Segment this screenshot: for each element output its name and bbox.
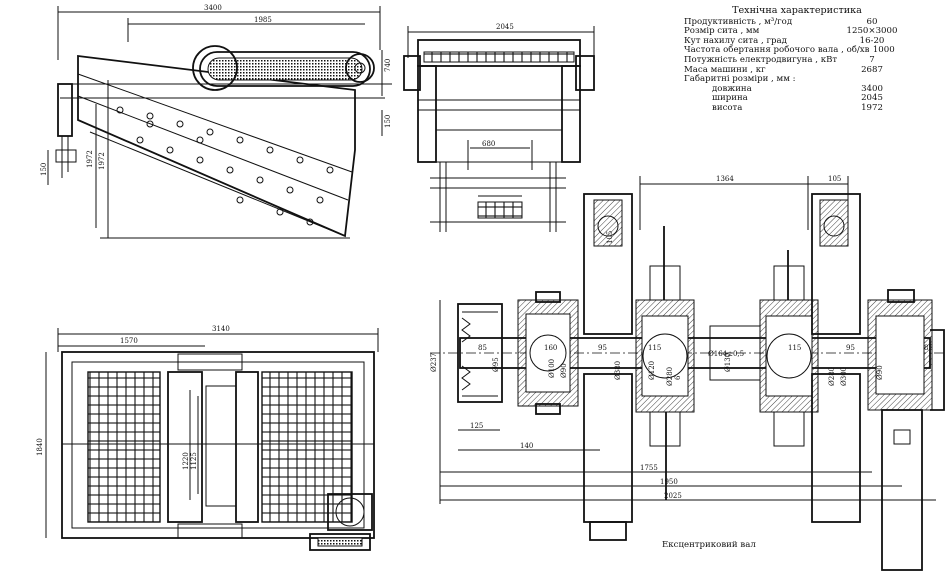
spec-value: 16-20 (859, 35, 885, 46)
dim-shaft-center: Ø164±0,5 (708, 350, 744, 358)
dim-shaft-b-1: 125 (470, 422, 483, 430)
dim-front-inner: 680 (482, 140, 495, 148)
dim-shaft-seg-4: 115 (648, 344, 661, 352)
spec-label: Частота обертання робочого вала , об/хв (684, 45, 870, 56)
dim-plan-mid-2: 1125 (190, 452, 198, 470)
spec-row: Габаритні розміри , мм : (684, 75, 898, 85)
dim-side-height-2: 1972 (86, 150, 94, 168)
shaft-segment-dims: 85 160 95 115 Ø164±0,5 115 95 85 Ø95 Ø10… (478, 231, 933, 386)
dim-plan-length: 3140 (212, 325, 230, 333)
spec-value: 1000 (872, 45, 895, 56)
dim-plan-partial: 1570 (120, 337, 138, 345)
dim-shaft-d-8: Ø280 (828, 367, 836, 386)
spec-value: 3400 (861, 83, 883, 94)
spec-label: Розмір сита , мм (684, 26, 760, 37)
plan-view: 3140 1570 1840 1220 1125 (36, 325, 379, 551)
dim-shaft-d-9: Ø300 (840, 367, 848, 386)
dim-shaft-b-5: 2025 (664, 492, 682, 500)
spec-label: Маса машини , кг (684, 64, 766, 75)
dim-shaft-seg-6: 95 (846, 344, 855, 352)
spec-row: Кут нахилу сита , град 16-20 (684, 35, 898, 47)
spec-row: ширина 2045 (684, 94, 898, 104)
dim-shaft-seg-end: 85 (924, 344, 933, 352)
dim-side-right-2: 150 (384, 115, 392, 128)
dim-shaft-d-6: Ø280 (666, 367, 674, 386)
dim-plan-width: 1840 (36, 438, 44, 456)
spec-label: висота (712, 102, 743, 113)
dim-shaft-seg-1: 85 (478, 344, 487, 352)
dim-shaft-seg-5: 115 (788, 344, 801, 352)
dim-side-offset: 1985 (254, 16, 272, 24)
dim-shaft-d-5: Ø120 (648, 361, 656, 380)
spec-value: 7 (869, 54, 875, 65)
dim-shaft-e: 6 (674, 375, 682, 380)
spec-row: Розмір сита , мм 1250×3000 (684, 27, 898, 37)
spec-label: Потужність електродвигуна , кВт (684, 54, 838, 65)
dim-shaft-pulley-dia: Ø237 (430, 353, 438, 372)
dim-shaft-b-4: 1950 (660, 478, 678, 486)
drawing-caption: Ексцентриковий вал (662, 540, 756, 550)
dim-shaft-d-7: Ø130 (724, 353, 732, 372)
spec-row: Продуктивність , м³/год 60 (684, 16, 898, 28)
spec-value: 2045 (861, 93, 883, 104)
dim-side-right-1: 740 (384, 59, 392, 72)
spec-label: Кут нахилу сита , град (684, 35, 787, 46)
spec-value: 1250×3000 (846, 26, 898, 37)
spec-value: 1972 (861, 102, 883, 113)
spec-row: висота 1972 (684, 102, 898, 114)
dim-shaft-d-2: Ø100 (548, 359, 556, 378)
spec-label: Продуктивність , м³/год (684, 16, 793, 27)
dim-shaft-top-span: 1364 (716, 175, 734, 183)
eccentric-shaft-view: 1364 105 Ø237 (430, 175, 945, 571)
dim-shaft-d-3: Ø90 (560, 363, 568, 378)
spec-row: довжина 3400 (684, 83, 898, 95)
spec-title: Технічна характеристика (732, 5, 862, 16)
spec-label: ширина (712, 93, 748, 104)
dim-shaft-d-1: Ø95 (492, 357, 500, 372)
spec-value: 60 (866, 16, 878, 27)
front-view: 2045 680 (403, 23, 595, 232)
side-view: 3400 1985 150 (40, 4, 392, 239)
dim-side-left: 150 (40, 163, 48, 176)
spec-row: Потужність електродвигуна , кВт 7 (684, 54, 898, 66)
dim-front-width: 2045 (496, 23, 514, 31)
dim-shaft-b-3: 1755 (640, 464, 658, 472)
dim-side-length: 3400 (204, 4, 222, 12)
dim-shaft-seg-2: 160 (544, 344, 557, 352)
dim-shaft-left-gap: 105 (606, 231, 614, 244)
spec-label: довжина (712, 83, 752, 94)
technical-specification: Технічна характеристика Продуктивність ,… (684, 6, 898, 114)
dim-plan-mid-1: 1220 (182, 452, 190, 470)
spec-row: Маса машини , кг 2687 (684, 64, 898, 76)
dim-shaft-top-right: 105 (828, 175, 841, 183)
dim-shaft-d-10: Ø90 (876, 365, 884, 380)
dim-side-height: 1972 (98, 152, 106, 170)
dim-shaft-seg-3: 95 (598, 344, 607, 352)
dim-shaft-b-2: 140 (520, 442, 533, 450)
spec-label: Габаритні розміри , мм : (684, 74, 796, 85)
spec-value: 2687 (861, 64, 883, 75)
dim-shaft-d-4: Ø380 (614, 361, 622, 380)
